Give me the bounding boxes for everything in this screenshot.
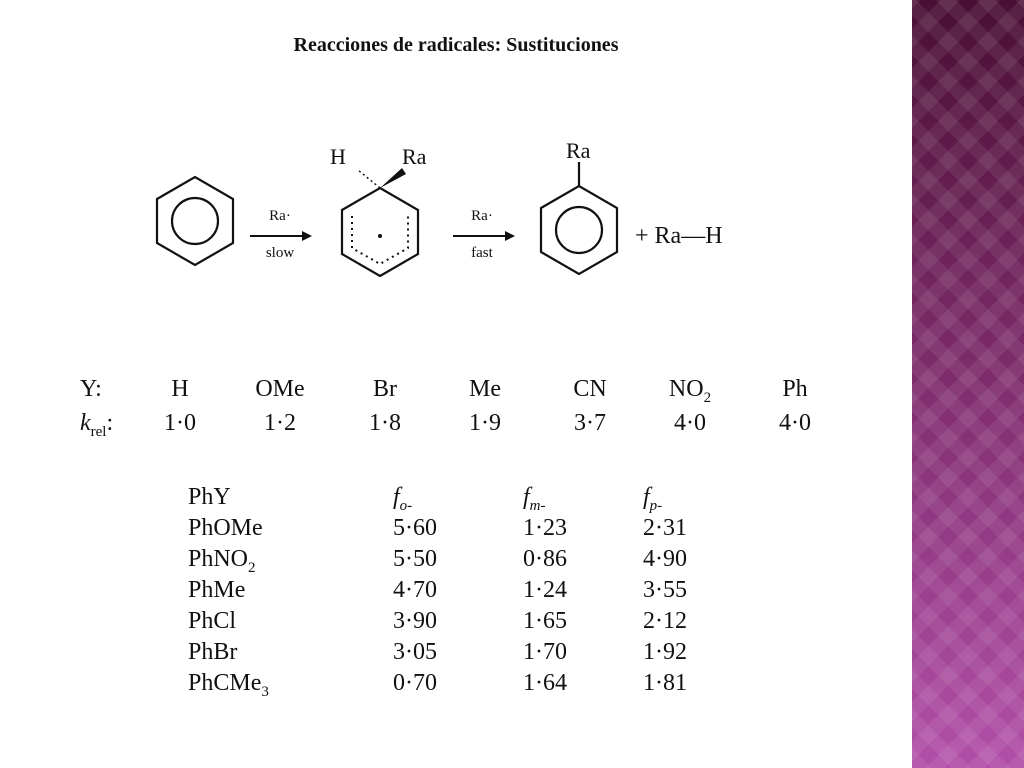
y-label: Y: bbox=[80, 376, 102, 402]
row-name: PhNO2 bbox=[188, 546, 256, 577]
krel-me: 1·9 bbox=[469, 410, 501, 436]
krel-label-colon: : bbox=[106, 410, 114, 436]
header-fp-main: f bbox=[643, 484, 650, 510]
reaction-scheme: Ra· slow H Ra Ra· fast Ra + Ra—H bbox=[155, 138, 723, 278]
row-fo: 5·60 bbox=[393, 515, 437, 541]
krel-h: 1·0 bbox=[164, 410, 196, 436]
cyclohexadienyl-intermediate: H Ra bbox=[330, 144, 427, 278]
krel-cn: 3·7 bbox=[574, 410, 606, 436]
substituent-no2: NO2 bbox=[650, 376, 730, 407]
row-fm: 1·64 bbox=[523, 670, 567, 696]
substituent-br: Br bbox=[373, 376, 397, 402]
krel-label-main: k bbox=[80, 410, 91, 436]
substituent-row: Y: H OMe Br Me CN NO2 Ph bbox=[80, 376, 840, 406]
header-fp-sub: p- bbox=[649, 497, 663, 514]
row-fo: 4·70 bbox=[393, 577, 437, 603]
row-name: PhMe bbox=[188, 577, 246, 603]
arrow-slow-top-label: Ra· bbox=[269, 208, 291, 224]
product-ra-label: Ra bbox=[566, 138, 591, 163]
krel-ome: 1·2 bbox=[264, 410, 296, 436]
header-fm-sub: m- bbox=[529, 497, 546, 514]
row-name-main: PhCMe bbox=[188, 670, 262, 696]
row-name-main: PhNO bbox=[188, 546, 249, 572]
row-fm: 1·23 bbox=[523, 515, 567, 541]
row-fp: 1·81 bbox=[643, 670, 687, 696]
intermediate-h-label: H bbox=[330, 144, 346, 169]
substituent-cn: CN bbox=[573, 376, 607, 402]
header-fm-main: f bbox=[523, 484, 530, 510]
substituent-no2-sub: 2 bbox=[703, 389, 712, 406]
row-name: PhCl bbox=[188, 608, 237, 634]
slide-title: Reacciones de radicales: Sustituciones bbox=[293, 34, 619, 56]
header-fo-main: f bbox=[393, 484, 400, 510]
row-fp: 4·90 bbox=[643, 546, 687, 572]
row-fp: 2·31 bbox=[643, 515, 687, 541]
decorative-side-band bbox=[912, 0, 1024, 768]
intermediate-ra-label: Ra bbox=[402, 144, 427, 169]
row-name: PhBr bbox=[188, 639, 238, 665]
benzene-reactant bbox=[155, 175, 235, 267]
arrow-slow: Ra· slow bbox=[250, 208, 312, 261]
arrow-fast-bottom-label: fast bbox=[471, 245, 493, 261]
row-fo: 0·70 bbox=[393, 670, 437, 696]
header-fo-sub: o- bbox=[399, 497, 413, 514]
row-name-sub: 2 bbox=[248, 559, 256, 576]
header-fm: fm- bbox=[523, 484, 546, 515]
arrow-fast: Ra· fast bbox=[453, 208, 515, 261]
row-fp: 1·92 bbox=[643, 639, 687, 665]
krel-row: krel: 1·0 1·2 1·8 1·9 3·7 4·0 4·0 bbox=[80, 410, 840, 440]
substituent-no2-main: NO bbox=[668, 376, 704, 402]
substituent-me: Me bbox=[469, 376, 501, 402]
krel-label: krel: bbox=[80, 410, 140, 441]
krel-ph: 4·0 bbox=[779, 410, 811, 436]
row-fo: 3·90 bbox=[393, 608, 437, 634]
row-fm: 1·65 bbox=[523, 608, 567, 634]
byproduct-label: + Ra—H bbox=[635, 223, 723, 249]
header-fp: fp- bbox=[643, 484, 662, 515]
row-name: PhCMe3 bbox=[188, 670, 269, 701]
row-name-sub: 3 bbox=[261, 683, 269, 700]
row-fo: 3·05 bbox=[393, 639, 437, 665]
header-fo: fo- bbox=[393, 484, 412, 515]
substituent-ome: OMe bbox=[255, 376, 305, 402]
substituted-benzene-product bbox=[539, 162, 619, 276]
row-fm: 1·70 bbox=[523, 639, 567, 665]
krel-no2: 4·0 bbox=[674, 410, 706, 436]
row-name: PhOMe bbox=[188, 515, 263, 541]
krel-br: 1·8 bbox=[369, 410, 401, 436]
row-fp: 2·12 bbox=[643, 608, 687, 634]
substituent-h: H bbox=[171, 376, 189, 402]
arrow-fast-top-label: Ra· bbox=[471, 208, 493, 224]
krel-label-sub: rel bbox=[90, 423, 107, 440]
row-fp: 3·55 bbox=[643, 577, 687, 603]
substituent-ph: Ph bbox=[782, 376, 808, 402]
row-fm: 0·86 bbox=[523, 546, 567, 572]
arrow-slow-bottom-label: slow bbox=[266, 245, 295, 261]
header-phy: PhY bbox=[188, 484, 231, 510]
row-fo: 5·50 bbox=[393, 546, 437, 572]
row-fm: 1·24 bbox=[523, 577, 567, 603]
